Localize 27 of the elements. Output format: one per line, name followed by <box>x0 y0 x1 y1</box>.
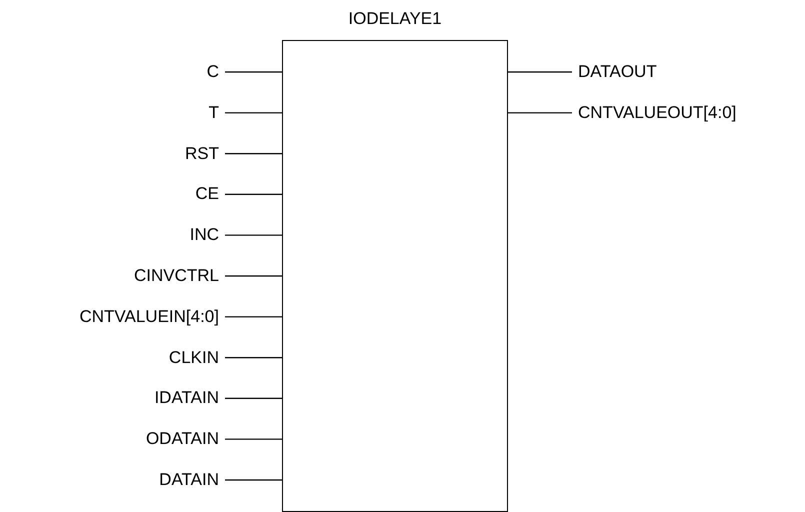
pin-line <box>225 153 282 154</box>
pin-label: DATAIN <box>159 470 219 490</box>
pin-label: CLKIN <box>168 348 219 368</box>
pin-label: C <box>206 62 219 82</box>
pin-line <box>225 357 282 358</box>
pin-label: ODATAIN <box>146 429 219 450</box>
pin-line <box>225 194 282 195</box>
pin-line <box>225 438 282 440</box>
pin-line <box>225 71 282 73</box>
pin-line <box>225 234 282 236</box>
pin-label: DATAOUT <box>578 62 657 82</box>
pin-line <box>508 112 572 114</box>
pin-label: RST <box>185 144 219 164</box>
pin-line <box>508 71 572 73</box>
block-title: IODELAYE1 <box>347 8 443 30</box>
pin-label: CINVCTRL <box>134 266 219 286</box>
pin-line <box>225 479 282 481</box>
pin-label: CNTVALUEOUT[4:0] <box>578 102 736 123</box>
pin-label: T <box>208 102 219 123</box>
pin-label: INC <box>190 225 219 246</box>
pin-line <box>225 316 282 318</box>
pin-line <box>225 275 282 277</box>
pin-label: CNTVALUEIN[4:0] <box>79 306 219 327</box>
pin-label: IDATAIN <box>154 388 219 408</box>
pin-label: CE <box>195 184 219 204</box>
pin-line <box>225 398 282 399</box>
pin-line <box>225 112 282 114</box>
